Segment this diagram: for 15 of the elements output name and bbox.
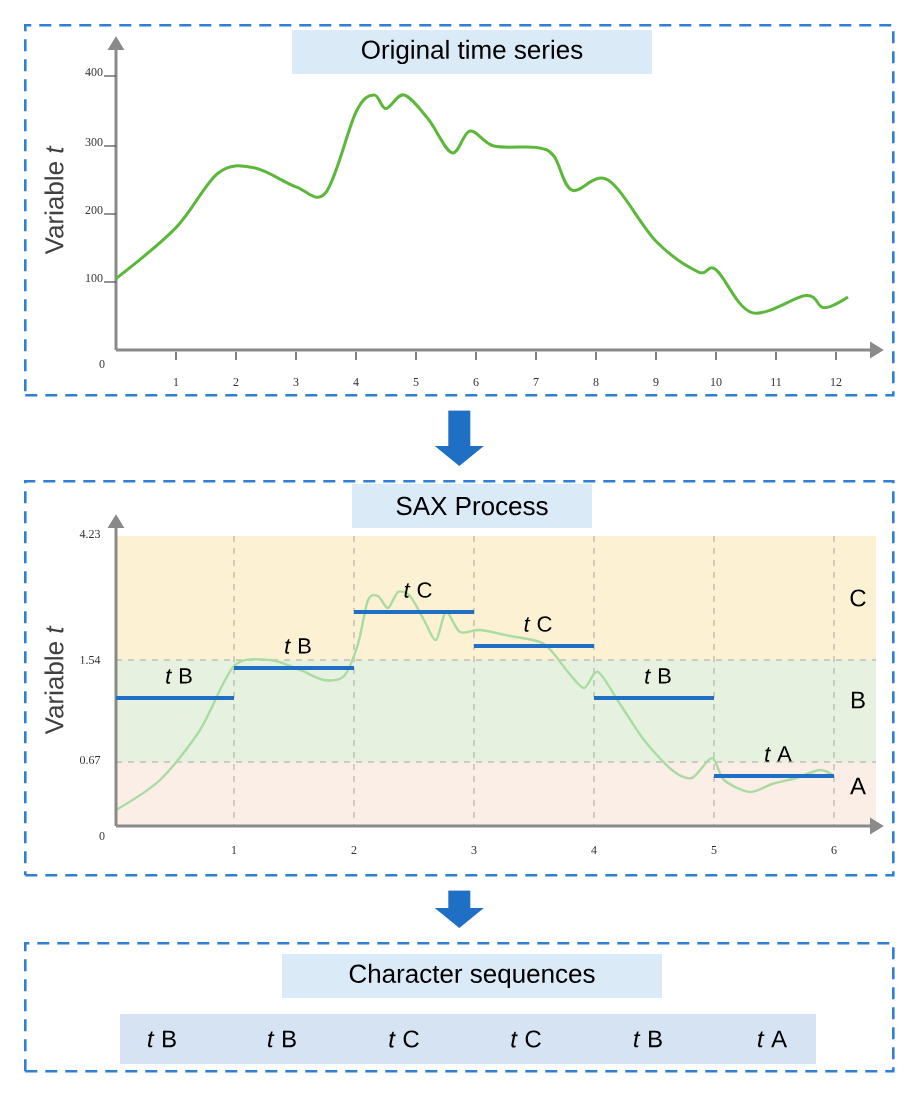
segment-label: t C [404, 582, 432, 598]
segment-label: t B [166, 668, 192, 684]
segment-label: t C [524, 616, 552, 632]
title-box: Character sequences [282, 954, 662, 998]
sequence-strip: t B t B t C t C t B t A [120, 1014, 816, 1064]
title-box: SAX Process [352, 484, 592, 528]
title-box: Original time series [292, 30, 652, 74]
region-letter: B [851, 691, 865, 709]
segment-label: t A [765, 746, 792, 762]
region-letter: C [850, 589, 866, 607]
segment-label: t B [285, 638, 311, 654]
region-letter: A [850, 777, 866, 795]
segment-label: t B [645, 668, 671, 684]
axis-title: Variable t [44, 145, 64, 255]
axis-title: Variable t [44, 625, 64, 735]
